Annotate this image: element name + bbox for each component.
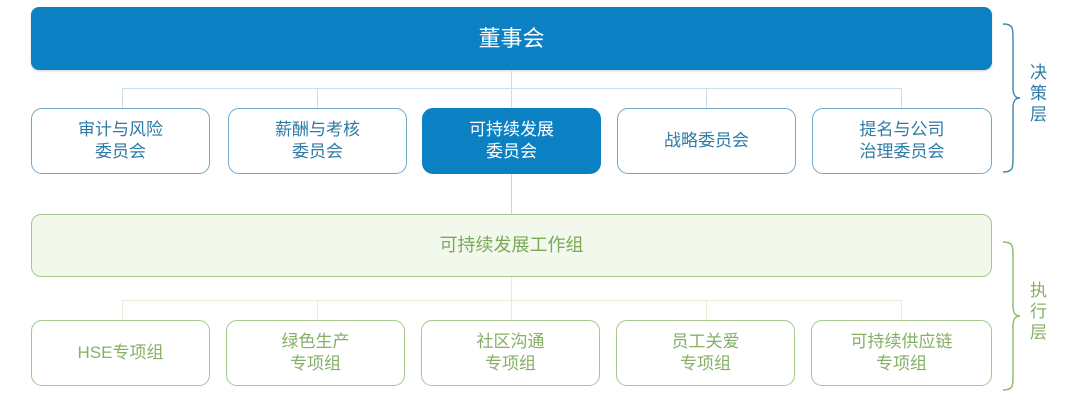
node-hse-special-group[interactable]: HSE专项组 [31, 320, 210, 386]
connector-drop-5 [901, 88, 902, 108]
decision-layer-label: 决策层 [1027, 63, 1046, 126]
execution-layer-label: 执行层 [1027, 281, 1046, 344]
connector-group-drop-4 [706, 300, 707, 320]
node-nomination-governance-committee[interactable]: 提名与公司 治理委员会 [812, 108, 992, 174]
connector-committee-to-workgroup [511, 174, 512, 215]
connector-group-drop-3 [511, 300, 512, 320]
connector-board-stem [511, 70, 512, 88]
node-strategy-committee[interactable]: 战略委员会 [617, 108, 796, 174]
node-compensation-assessment-committee[interactable]: 薪酬与考核 委员会 [228, 108, 407, 174]
connector-drop-1 [122, 88, 123, 108]
node-green-production-special-group[interactable]: 绿色生产 专项组 [226, 320, 405, 386]
connector-group-drop-5 [901, 300, 902, 320]
node-community-communication-special-group[interactable]: 社区沟通 专项组 [421, 320, 600, 386]
connector-group-drop-2 [317, 300, 318, 320]
node-sustainability-committee[interactable]: 可持续发展 委员会 [422, 108, 601, 174]
sustainability-workgroup-header[interactable]: 可持续发展工作组 [31, 214, 992, 277]
node-employee-care-special-group[interactable]: 员工关爱 专项组 [616, 320, 795, 386]
connector-drop-4 [706, 88, 707, 108]
execution-layer-brace [1002, 241, 1021, 391]
board-of-directors-header[interactable]: 董事会 [31, 7, 992, 70]
connector-drop-2 [317, 88, 318, 108]
connector-group-drop-1 [122, 300, 123, 320]
node-audit-risk-committee[interactable]: 审计与风险 委员会 [31, 108, 210, 174]
connector-drop-3 [511, 88, 512, 108]
node-sustainable-supply-chain-special-group[interactable]: 可持续供应链 专项组 [811, 320, 992, 386]
decision-layer-brace [1002, 23, 1021, 173]
connector-workgroup-stem [511, 277, 512, 300]
